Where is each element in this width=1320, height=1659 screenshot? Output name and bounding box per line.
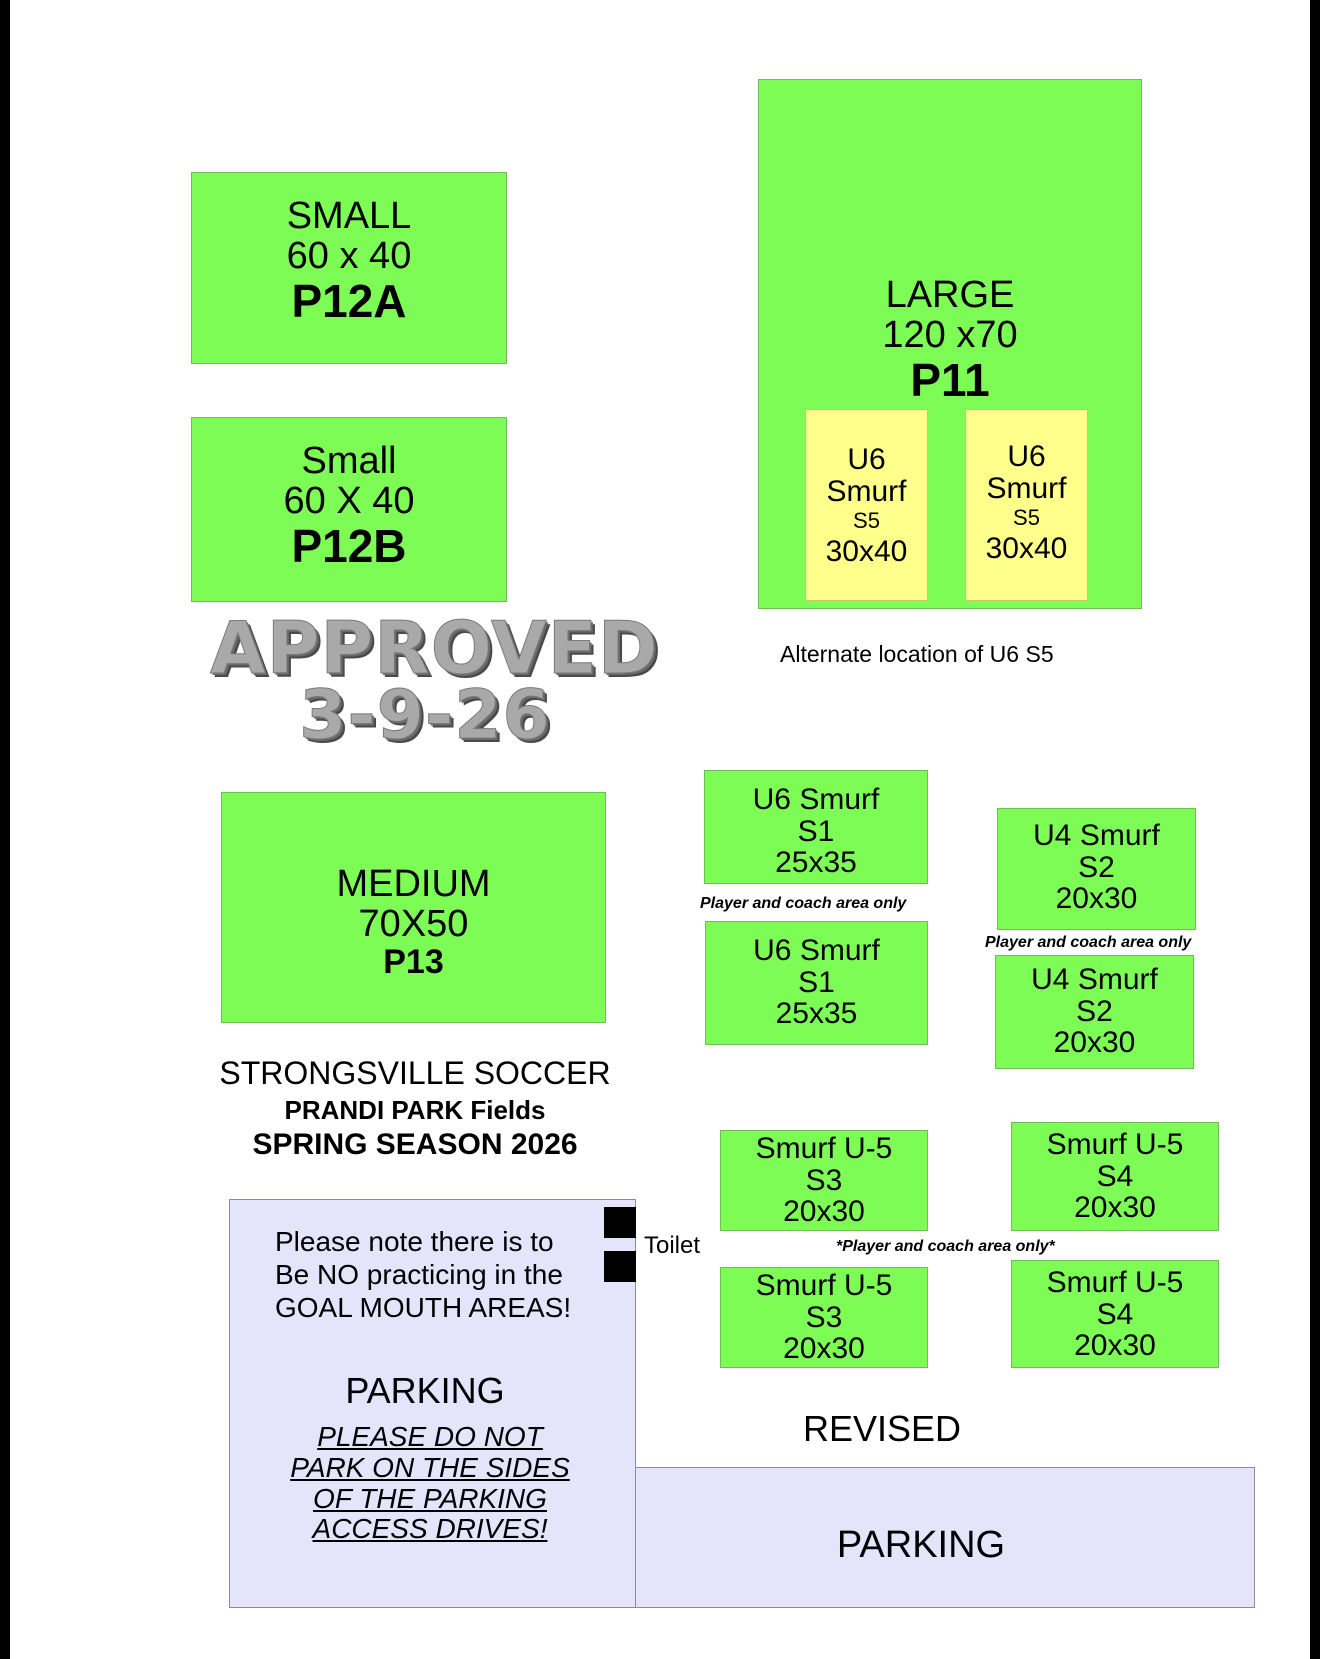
field-code: S3 xyxy=(805,1300,843,1334)
field-map: SMALL 60 x 40 P12A Small 60 X 40 P12B LA… xyxy=(10,0,1310,1659)
toilet-icon xyxy=(604,1207,636,1238)
field-dimensions: 20x30 xyxy=(783,1195,865,1228)
field-title: U6 Smurf xyxy=(752,783,880,816)
field-size-name: LARGE xyxy=(885,274,1015,316)
field-code: S2 xyxy=(1076,994,1113,1028)
field-title: Smurf U-5 xyxy=(755,1132,893,1165)
field-s4-bottom: Smurf U-5 S4 20x30 xyxy=(1011,1260,1219,1368)
field-code: P12A xyxy=(291,274,407,327)
field-title: U4 Smurf xyxy=(1031,963,1158,996)
subfield-name: Smurf xyxy=(986,471,1067,505)
title-season: SPRING SEASON 2026 xyxy=(252,1128,578,1161)
toilet-icon xyxy=(604,1251,636,1282)
warning-line: OF THE PARKING xyxy=(313,1482,547,1514)
subfield-code: S5 xyxy=(853,508,880,533)
approved-stamp-word: APPROVED xyxy=(210,606,659,690)
field-code: S4 xyxy=(1096,1159,1134,1193)
field-code: S4 xyxy=(1096,1297,1134,1331)
alternate-location-note: Alternate location of U6 S5 xyxy=(780,641,1054,667)
subfield-name: Smurf xyxy=(826,474,907,508)
field-title: Smurf U-5 xyxy=(755,1269,893,1302)
field-size-name: SMALL xyxy=(286,195,412,237)
field-dimensions: 20x30 xyxy=(1074,1329,1156,1362)
field-s3-top: Smurf U-5 S3 20x30 xyxy=(720,1130,928,1231)
field-p12a: SMALL 60 x 40 P12A xyxy=(191,172,507,364)
field-p13: MEDIUM 70X50 P13 xyxy=(221,792,606,1023)
parking-lot-bottom: PARKING xyxy=(635,1467,1255,1608)
revised-label: REVISED xyxy=(803,1408,962,1449)
field-s2-top: U4 Smurf S2 20x30 xyxy=(997,808,1196,930)
field-code: P11 xyxy=(910,353,990,406)
subfield-u6-s5-right: U6 Smurf S5 30x40 xyxy=(965,409,1088,601)
parking-warning: PLEASE DO NOT PARK ON THE SIDES OF THE P… xyxy=(230,1421,630,1545)
field-dimensions: 25x35 xyxy=(775,846,857,879)
subfield-age: U6 xyxy=(847,443,886,476)
field-code: S1 xyxy=(798,965,835,999)
area-note-s2: Player and coach area only xyxy=(985,934,1192,951)
area-note-s3-s4: *Player and coach area only* xyxy=(836,1238,1055,1255)
field-title: Smurf U-5 xyxy=(1046,1266,1184,1299)
field-title: U4 Smurf xyxy=(1033,819,1160,852)
field-code: P12B xyxy=(291,519,407,572)
warning-line: PARK ON THE SIDES xyxy=(290,1451,570,1483)
field-code: P13 xyxy=(383,942,444,981)
subfield-dimensions: 30x40 xyxy=(825,535,908,569)
field-p12b: Small 60 X 40 P12B xyxy=(191,417,507,602)
area-note-s1: Player and coach area only xyxy=(700,895,907,912)
notice-line: Please note there is to xyxy=(275,1226,554,1257)
field-title: U6 Smurf xyxy=(753,934,880,967)
warning-line: PLEASE DO NOT xyxy=(317,1421,543,1452)
subfield-age: U6 xyxy=(1007,440,1046,473)
field-size-name: MEDIUM xyxy=(336,863,491,905)
notice-line: Be NO practicing in the xyxy=(275,1259,563,1290)
field-dimensions: 20x30 xyxy=(783,1332,865,1365)
warning-line: ACCESS DRIVES! xyxy=(312,1513,548,1545)
notice-line: GOAL MOUTH AREAS! xyxy=(275,1292,572,1323)
field-title: Smurf U-5 xyxy=(1046,1128,1184,1161)
parking-lot-left: Please note there is to Be NO practicing… xyxy=(229,1199,636,1608)
field-dimensions: 60 x 40 xyxy=(286,234,412,277)
field-s2-bottom: U4 Smurf S2 20x30 xyxy=(995,955,1194,1069)
field-code: S3 xyxy=(805,1163,843,1197)
subfield-dimensions: 30x40 xyxy=(985,532,1068,566)
field-dimensions: 25x35 xyxy=(775,997,858,1030)
field-dimensions: 70X50 xyxy=(358,902,469,945)
field-size-name: Small xyxy=(301,440,397,482)
field-dimensions: 20x30 xyxy=(1074,1191,1156,1224)
field-s1-bottom: U6 Smurf S1 25x35 xyxy=(705,921,928,1045)
goal-mouth-notice: Please note there is to Be NO practicing… xyxy=(275,1225,571,1324)
title-org: STRONGSVILLE SOCCER xyxy=(219,1055,611,1091)
subfield-code: S5 xyxy=(1013,505,1040,530)
field-dimensions: 20x30 xyxy=(1053,1026,1136,1059)
subfield-u6-s5-left: U6 Smurf S5 30x40 xyxy=(805,409,928,601)
title-park: PRANDI PARK Fields xyxy=(284,1095,546,1125)
field-dimensions: 20x30 xyxy=(1055,882,1138,915)
field-s1-top: U6 Smurf S1 25x35 xyxy=(704,770,928,884)
field-code: S1 xyxy=(797,814,835,848)
field-code: S2 xyxy=(1078,850,1115,884)
field-s3-bottom: Smurf U-5 S3 20x30 xyxy=(720,1267,928,1368)
parking-label: PARKING xyxy=(836,1524,1006,1566)
field-s4-top: Smurf U-5 S4 20x30 xyxy=(1011,1122,1219,1231)
approved-stamp-date: 3-9-26 xyxy=(299,676,551,755)
parking-label: PARKING xyxy=(345,1370,505,1411)
toilet-label: Toilet xyxy=(644,1232,701,1259)
field-dimensions: 120 x70 xyxy=(882,313,1018,356)
field-dimensions: 60 X 40 xyxy=(283,479,415,522)
